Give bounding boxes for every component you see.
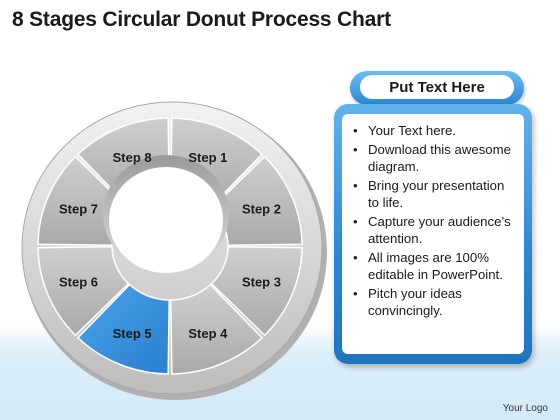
donut-segment-5	[76, 283, 170, 375]
text-panel-header: Put Text Here	[350, 71, 524, 105]
donut-segment-3	[210, 245, 303, 337]
segment-label-4: Step 4	[188, 326, 228, 341]
bullet-dot-icon: •	[353, 123, 358, 138]
bullet-dot-icon: •	[353, 249, 358, 265]
text-panel-body: • Your Text here. • Download this awesome d…	[342, 114, 524, 354]
inner-hole	[109, 167, 223, 273]
segment-label-1: Step 1	[188, 150, 227, 165]
bullet-item: • Pitch your ideas convincingly.	[352, 285, 516, 320]
bullet-item: • Capture your audience’s attention.	[352, 213, 516, 248]
bullet-dot-icon: •	[353, 285, 358, 301]
bullet-text: Bring your presentation to life.	[368, 177, 505, 211]
text-panel-header-inner: Put Text Here	[360, 75, 514, 99]
bullet-item: • Bring your presentation to life.	[352, 177, 516, 212]
page-title: 8 Stages Circular Donut Process Chart	[12, 8, 391, 31]
segment-label-5: Step 5	[113, 326, 152, 341]
donut-segment-4	[170, 283, 264, 375]
bullet-text: Download this awesome diagram.	[368, 141, 511, 175]
bullet-item: • All images are 100% editable in PowerPo…	[352, 249, 516, 284]
bullet-item: • Download this awesome diagram.	[352, 141, 516, 176]
segment-label-3: Step 3	[242, 274, 281, 289]
bullet-list: • Your Text here. • Download this awesome d…	[352, 122, 516, 320]
segment-label-6: Step 6	[59, 274, 98, 289]
text-panel-title: Put Text Here	[389, 78, 485, 96]
donut-segment-6	[37, 245, 130, 337]
donut-svg: Step 1 Step 2 Step 3 Step 4 Step 5 Step 6 Step…	[21, 101, 327, 400]
text-panel: • Your Text here. • Download this awesome d…	[334, 104, 532, 364]
bullet-dot-icon: •	[353, 213, 358, 229]
bullet-item: • Your Text here.	[352, 122, 516, 140]
bullet-text: Capture your audience’s attention.	[368, 213, 511, 247]
segment-label-7: Step 7	[59, 202, 98, 217]
donut-diagram: Step 1 Step 2 Step 3 Step 4 Step 5 Step 6 Step…	[20, 100, 330, 410]
segment-labels: Step 1 Step 2 Step 3 Step 4 Step 5 Step 6 Step…	[59, 150, 281, 341]
segment-label-2: Step 2	[242, 202, 281, 217]
bullet-text: Your Text here.	[368, 123, 456, 138]
bullet-dot-icon: •	[353, 177, 358, 193]
bullet-text: All images are 100% editable in PowerPoi…	[368, 249, 503, 283]
segment-label-8: Step 8	[113, 150, 152, 165]
bullet-text: Pitch your ideas convincingly.	[368, 285, 462, 319]
footer-logo: Your Logo	[502, 403, 548, 414]
bullet-dot-icon: •	[353, 141, 358, 157]
